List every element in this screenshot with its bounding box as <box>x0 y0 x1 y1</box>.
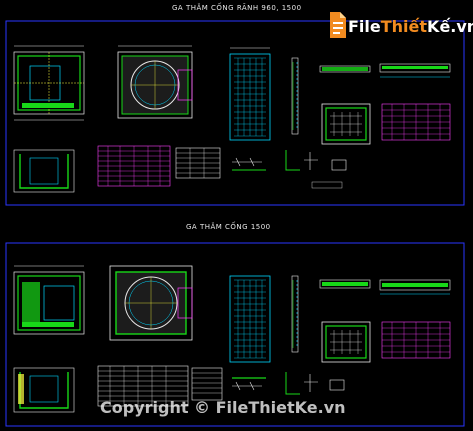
sheet-1-beam-details <box>319 63 451 78</box>
sheet-1-schedule-table-2 <box>175 147 221 179</box>
copyright-watermark: Copyright © FileThietKe.vn <box>100 398 346 417</box>
sheet-2-frame <box>5 242 465 427</box>
sheet-1-rebar-panel <box>229 47 271 141</box>
sheet-2-schedule-table-2 <box>191 367 223 401</box>
sheet-2-column-section <box>291 275 299 353</box>
sheet-1-section-left <box>13 149 75 193</box>
sheet-1-title: GA THĂM CỐNG RÃNH 960, 1500 <box>172 4 302 12</box>
sheet-2-magenta-table <box>381 321 451 359</box>
sheet-2-plan-left <box>13 265 85 335</box>
sheet-1-rebar-sketches <box>232 150 347 189</box>
sheet-2-schedule-table-1 <box>97 365 189 407</box>
sheet-2-beam-details <box>319 279 451 295</box>
filethietke-logo: FileThiếtKế.vn <box>326 8 473 42</box>
sheet-2-section-left <box>13 367 75 413</box>
sheet-1-schedule-table-1 <box>97 145 171 187</box>
logo-icon <box>330 12 346 38</box>
logo-prefix: File <box>348 17 381 36</box>
sheet-1-frame <box>5 20 465 206</box>
sheet-1-plan-left <box>13 45 85 121</box>
sheet-2-plan-circle <box>109 265 193 341</box>
sheet-2-rebar-sketches <box>232 372 345 395</box>
sheet-1-slab-plan <box>321 103 371 145</box>
sheet-1-magenta-table <box>381 103 451 141</box>
sheet-1-column-section <box>291 57 299 135</box>
logo-text: FileThiếtKế.vn <box>348 17 473 36</box>
sheet-1-plan-circle <box>117 45 193 119</box>
sheet-2-title: GA THĂM CỐNG 1500 <box>186 223 271 231</box>
logo-suffix: Kế.vn <box>427 17 473 36</box>
sheet-2-slab-plan <box>321 321 371 363</box>
logo-main: Thiết <box>380 17 428 36</box>
sheet-2-rebar-panel <box>229 275 271 363</box>
